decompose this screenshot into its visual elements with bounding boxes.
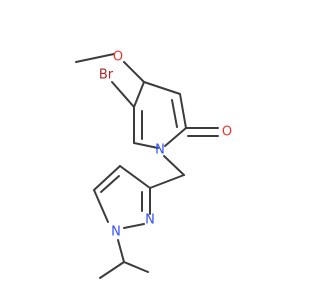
atom-n-pyrazole-1: N (111, 225, 121, 240)
bond-methyl-o (75, 53, 115, 63)
molecule-structure: Br O O N N N (75, 50, 232, 279)
bond-c5pz-n1pz (93, 189, 109, 223)
bond-n1pz-n2pz (123, 223, 145, 229)
bond-c3-c2 (179, 93, 187, 129)
bond-ch-me1 (99, 261, 125, 279)
bond-n1pz-ch (117, 239, 125, 263)
bond-c4-c3 (143, 81, 181, 95)
bond-c5-br (111, 81, 135, 108)
bond-c3-c2-inner (171, 99, 178, 128)
atom-o-carbonyl: O (222, 125, 232, 140)
atom-n-pyridinone: N (155, 143, 165, 158)
bond-c3pz-c4pz (119, 165, 151, 189)
bond-c4pz-c5pz-inner (100, 175, 120, 193)
bond-o-c4 (123, 61, 145, 83)
atom-br: Br (99, 68, 114, 83)
bond-ch-me2 (123, 261, 149, 273)
atom-n-pyrazole-2: N (145, 213, 155, 228)
bond-ch2-c3pz (149, 174, 185, 189)
bond-c5-c4 (133, 81, 145, 108)
bond-n1-c6 (133, 142, 159, 149)
bond-n1-ch2 (163, 155, 185, 176)
bond-c2-n1 (164, 127, 187, 147)
atom-o-methoxy: O (113, 50, 123, 65)
bond-c4pz-c5pz (93, 165, 121, 191)
